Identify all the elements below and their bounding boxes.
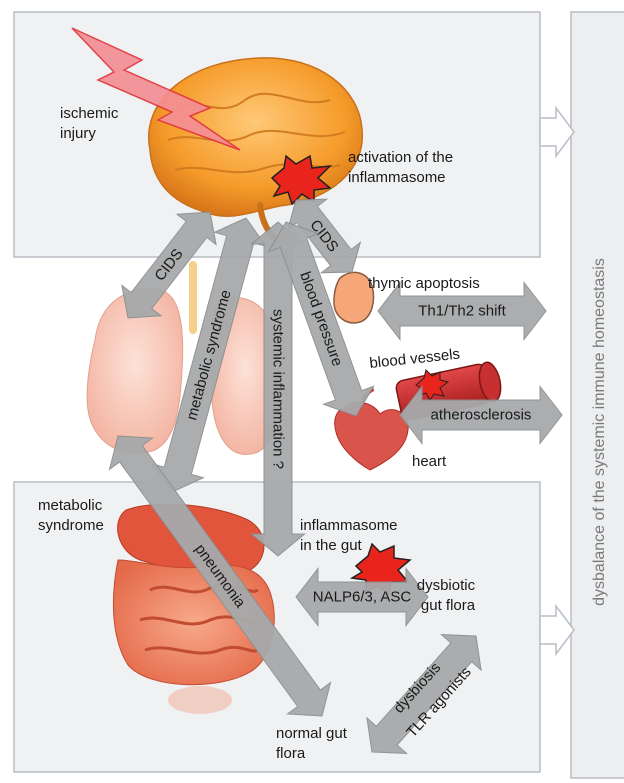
side-label: dysbalance of the systemic immune homeos…	[591, 258, 608, 606]
atherosclerosis-label: atherosclerosis	[431, 407, 532, 424]
blood-vessels-label: blood vessels	[369, 346, 461, 372]
th1-th2-shift-label: Th1/Th2 shift	[418, 303, 506, 320]
nalp-label: NALP6/3, ASC	[313, 589, 412, 606]
thymic-apoptosis-label: thymic apoptosis	[368, 275, 480, 292]
heart-label: heart	[412, 453, 447, 470]
connector-arrow-top	[540, 108, 574, 156]
connector-arrow-bottom	[540, 606, 574, 654]
systemic-inflammation-label: systemic inflammation ?	[270, 309, 287, 469]
